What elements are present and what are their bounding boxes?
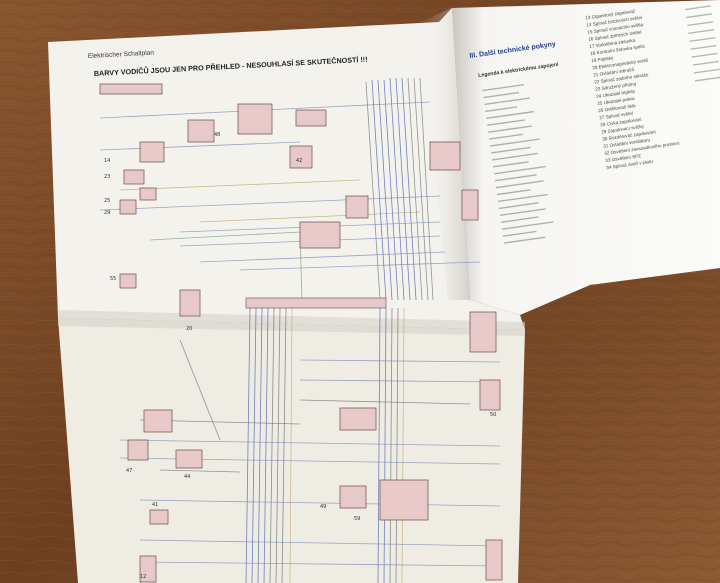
- svg-text:12: 12: [140, 574, 146, 580]
- svg-text:47: 47: [126, 468, 132, 474]
- legend-item: 21 Ovládání stěračů: [593, 66, 635, 78]
- legend-item: 25 Ukazatel paliva: [597, 96, 635, 106]
- legend-col3-lines: [684, 5, 720, 82]
- svg-text:49: 49: [320, 504, 326, 510]
- component-numbers: 14 23 25 29 55 20 42 48 47 44 59 49 41 12 50: [104, 132, 496, 580]
- legend-item: 23 Sdružený přístroj: [595, 81, 636, 92]
- svg-text:55: 55: [110, 276, 116, 282]
- svg-text:41: 41: [152, 502, 158, 508]
- svg-text:25: 25: [104, 198, 110, 204]
- schematic-components: [99, 83, 503, 583]
- svg-text:50: 50: [490, 412, 496, 418]
- legend-item: 24 Ukazatel teploty: [596, 88, 636, 98]
- legend-item: 31 Ovládání ventilátoru: [603, 137, 651, 149]
- svg-text:59: 59: [354, 516, 360, 522]
- left-page-upper: [48, 8, 525, 330]
- legend-item: 17 Vodotěsná zásuvka: [589, 38, 636, 49]
- right-page: [452, 0, 720, 315]
- legend-col1-lines: [482, 84, 554, 244]
- legend-item: 19 Pojistky: [591, 55, 614, 63]
- wiring-diagram: [99, 77, 501, 583]
- svg-text:48: 48: [214, 132, 220, 138]
- legend-item: 26 Ostřikovač skla: [598, 103, 636, 113]
- svg-text:44: 44: [184, 474, 190, 480]
- svg-text:42: 42: [296, 158, 302, 164]
- svg-text:23: 23: [104, 174, 110, 180]
- svg-text:14: 14: [104, 158, 110, 164]
- svg-text:29: 29: [104, 210, 110, 216]
- legend-item: 28 Cívka zapalování: [600, 117, 643, 128]
- legend-item: 34 Spínač dveří v plotu: [606, 159, 654, 171]
- schematic-header: Elektrischer Schaltplan: [88, 50, 155, 60]
- legend-item: 33 Osvětlení SPZ: [605, 153, 642, 163]
- legend-item: 27 Spínač světel: [599, 111, 633, 121]
- legend-item: 29 Zapalovací svíčky: [601, 124, 645, 135]
- svg-text:20: 20: [186, 326, 192, 332]
